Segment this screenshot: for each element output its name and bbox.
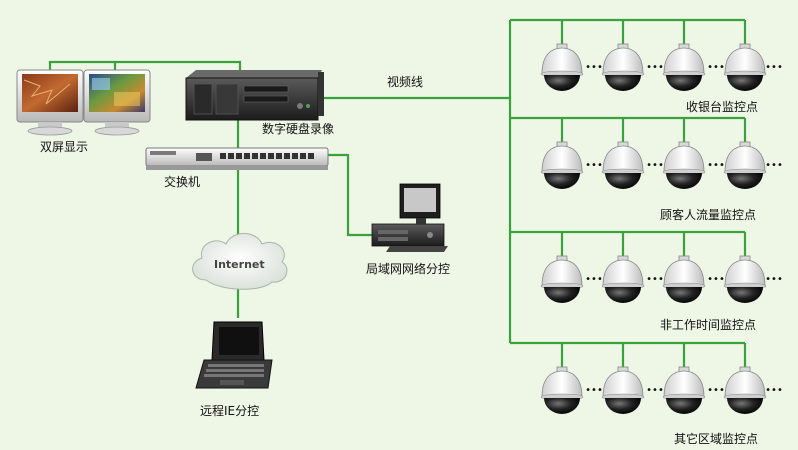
monitor-left	[16, 69, 84, 136]
monitor-right	[83, 69, 151, 136]
dome-camera	[723, 232, 767, 303]
connection-lines	[48, 18, 745, 345]
dome-camera	[723, 20, 767, 91]
other-areas-group-label: 其它区域监控点	[674, 432, 759, 446]
internet-cloud	[192, 233, 288, 290]
dome-camera	[662, 232, 706, 303]
ellipsis-dots: •••	[646, 274, 664, 285]
ellipsis-dots: •••	[646, 160, 664, 171]
dome-camera	[540, 118, 584, 189]
lan-client-pc	[371, 183, 448, 252]
dome-camera	[601, 118, 645, 189]
camera-group-cashier: ••• ••• ••• •••	[540, 20, 783, 91]
dome-camera	[540, 20, 584, 91]
dome-camera	[723, 118, 767, 189]
ellipsis-dots: •••	[765, 62, 783, 73]
ellipsis-dots: •••	[585, 385, 603, 396]
dual-screen-monitors	[16, 69, 151, 136]
ellipsis-dots: •••	[646, 385, 664, 396]
dvr-label: 数字硬盘录像	[262, 122, 335, 136]
cashier-group-label: 收银台监控点	[686, 100, 759, 114]
lan-control-label: 局域网网络分控	[366, 262, 451, 276]
dome-camera	[662, 118, 706, 189]
internet-label: Internet	[214, 258, 265, 271]
dome-camera	[662, 343, 706, 414]
dome-camera	[601, 232, 645, 303]
customer-flow-group-label: 顾客人流量监控点	[660, 208, 757, 222]
camera-group-other_areas: ••• ••• ••• •••	[540, 343, 783, 414]
switch-label: 交换机	[164, 175, 201, 189]
remote-ie-label: 远程IE分控	[200, 404, 260, 418]
after-hours-group-label: 非工作时间监控点	[660, 318, 757, 332]
ellipsis-dots: •••	[765, 385, 783, 396]
dome-camera	[601, 343, 645, 414]
ellipsis-dots: •••	[707, 274, 725, 285]
remote-laptop	[195, 321, 273, 389]
dome-camera	[723, 343, 767, 414]
camera-group-after_hours: ••• ••• ••• •••	[540, 232, 783, 303]
dome-camera	[540, 343, 584, 414]
ellipsis-dots: •••	[765, 160, 783, 171]
ellipsis-dots: •••	[707, 160, 725, 171]
ellipsis-dots: •••	[707, 385, 725, 396]
ellipsis-dots: •••	[707, 62, 725, 73]
ellipsis-dots: •••	[585, 274, 603, 285]
dvr-unit	[185, 70, 324, 121]
dome-camera	[540, 232, 584, 303]
dome-camera	[601, 20, 645, 91]
network-switch	[145, 147, 329, 170]
dome-camera	[662, 20, 706, 91]
camera-group-customer_flow: ••• ••• ••• •••	[540, 118, 783, 189]
ellipsis-dots: •••	[585, 62, 603, 73]
ellipsis-dots: •••	[646, 62, 664, 73]
dual-screen-label: 双屏显示	[40, 140, 89, 154]
ellipsis-dots: •••	[765, 274, 783, 285]
video-line-label: 视频线	[387, 75, 424, 89]
ellipsis-dots: •••	[585, 160, 603, 171]
